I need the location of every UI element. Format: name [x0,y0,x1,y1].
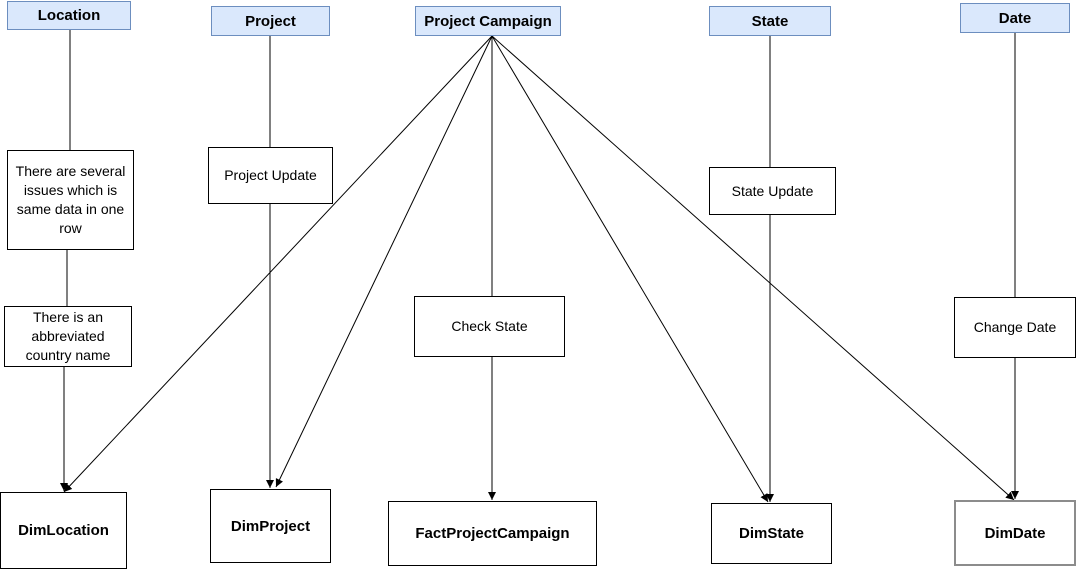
target-dim-date[interactable]: DimDate [954,500,1076,566]
step-state-update[interactable]: State Update [709,167,836,215]
step-project-update[interactable]: Project Update [208,147,333,204]
arrow-campaign-to-dimstate [491,35,769,503]
step-location-abbreviated-country[interactable]: There is an abbreviated country name [4,306,132,367]
source-location[interactable]: Location [7,1,131,30]
source-project-campaign[interactable]: Project Campaign [415,6,561,36]
source-state[interactable]: State [709,6,831,36]
step-check-state[interactable]: Check State [414,296,565,357]
step-change-date[interactable]: Change Date [954,297,1076,358]
arrow-campaign-to-dimdate [491,35,1015,501]
target-dim-project[interactable]: DimProject [210,489,331,563]
source-date[interactable]: Date [960,3,1070,33]
target-dim-location[interactable]: DimLocation [0,492,127,569]
step-location-duplicate-issue[interactable]: There are several issues which is same d… [7,150,134,250]
source-project[interactable]: Project [211,6,330,36]
target-fact-project-campaign[interactable]: FactProjectCampaign [388,501,597,566]
arrow-campaign-to-dimproject [275,35,493,488]
arrow-campaign-to-dimlocation [63,35,493,493]
target-dim-state[interactable]: DimState [711,503,832,564]
